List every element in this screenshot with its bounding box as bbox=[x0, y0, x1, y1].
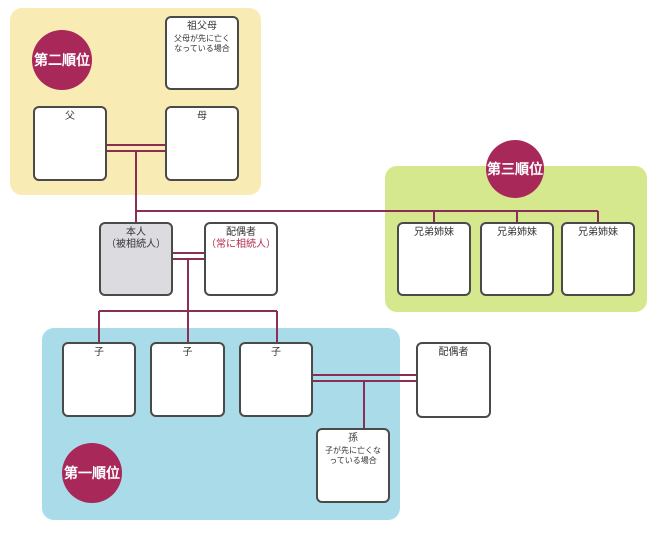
spouse-box: 配偶者 （常に相続人） bbox=[204, 222, 278, 296]
child-box-3: 子 bbox=[239, 342, 313, 417]
spouse-label: 配偶者 bbox=[226, 227, 256, 238]
second-rank-badge: 第二順位 bbox=[32, 30, 92, 90]
mother-box: 母 bbox=[165, 106, 239, 181]
child-spouse-label: 配偶者 bbox=[438, 347, 469, 358]
child-box-1: 子 bbox=[62, 342, 136, 417]
self-box: 本人 （被相続人） bbox=[99, 222, 173, 296]
spouse-sublabel: （常に相続人） bbox=[206, 239, 276, 250]
third-rank-badge: 第三順位 bbox=[486, 140, 544, 198]
grandparents-box: 祖父母 父母が先に亡くなっている場合 bbox=[165, 16, 239, 90]
father-box: 父 bbox=[33, 106, 107, 181]
sibling-box-1: 兄弟姉妹 bbox=[397, 222, 471, 296]
self-sublabel: （被相続人） bbox=[106, 239, 166, 250]
sibling-label: 兄弟姉妹 bbox=[497, 227, 537, 238]
grandparents-note: 父母が先に亡くなっている場合 bbox=[174, 34, 230, 53]
grandchild-box: 孫 子が先に亡くなっている場合 bbox=[316, 428, 390, 503]
child-label: 子 bbox=[94, 347, 104, 358]
sibling-box-2: 兄弟姉妹 bbox=[480, 222, 554, 296]
child-box-2: 子 bbox=[150, 342, 225, 417]
grandparents-label: 祖父母 bbox=[187, 21, 217, 32]
sibling-box-3: 兄弟姉妹 bbox=[561, 222, 635, 296]
child-spouse-box: 配偶者 bbox=[416, 342, 491, 418]
grandchild-label: 孫 bbox=[348, 433, 358, 444]
sibling-label: 兄弟姉妹 bbox=[414, 227, 454, 238]
grandchild-note: 子が先に亡くなっている場合 bbox=[325, 446, 381, 465]
self-label: 本人 bbox=[126, 227, 146, 238]
first-rank-badge: 第一順位 bbox=[62, 443, 122, 503]
sibling-label: 兄弟姉妹 bbox=[578, 227, 618, 238]
father-label: 父 bbox=[65, 111, 75, 122]
mother-label: 母 bbox=[197, 111, 207, 122]
child-label: 子 bbox=[182, 347, 193, 358]
child-label: 子 bbox=[271, 347, 281, 358]
